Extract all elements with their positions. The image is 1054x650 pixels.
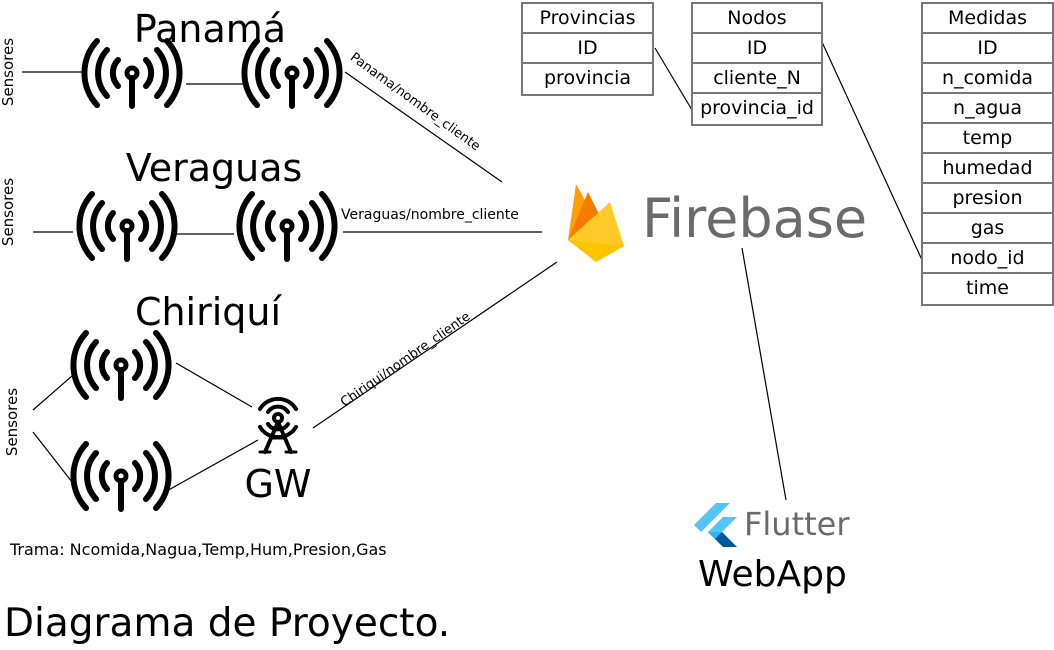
sensors-label-panama: Sensores <box>0 37 17 107</box>
table-header: Nodos <box>693 4 821 34</box>
antenna-tower-icon <box>258 396 298 454</box>
flutter-logo-icon <box>694 503 737 547</box>
table-field: temp <box>923 124 1052 154</box>
frame-format-text: Trama: Ncomida,Nagua,Temp,Hum,Presion,Ga… <box>10 540 387 559</box>
table-nodos: Nodos ID cliente_N provincia_id <box>691 2 823 126</box>
table-field: ID <box>693 34 821 64</box>
link-sensors-chiriqui-top <box>32 375 73 411</box>
gateway-label: GW <box>244 462 312 506</box>
firebase-label: Firebase <box>642 187 868 250</box>
table-provincias: Provincias ID provincia <box>521 2 654 96</box>
link-panama-firebase <box>344 71 503 183</box>
table-field: n_agua <box>923 94 1052 124</box>
region-title-veraguas: Veraguas <box>125 146 303 190</box>
table-medidas: Medidas ID n_comida n_agua temp humedad … <box>921 2 1054 306</box>
connection-lines <box>22 41 923 501</box>
webapp-label: WebApp <box>698 554 847 595</box>
node-veraguas-2-icon <box>239 194 334 259</box>
region-title-panama: Panamá <box>133 7 287 51</box>
table-field: n_comida <box>923 64 1052 94</box>
table-field: provincia <box>543 67 631 89</box>
table-field: ID <box>523 34 652 64</box>
flutter-label: Flutter <box>744 505 850 543</box>
sensors-label-chiriqui: Sensores <box>3 387 21 457</box>
sensors-label-veraguas: Sensores <box>0 177 17 247</box>
table-header: Medidas <box>923 4 1052 34</box>
link-gw-firebase <box>312 261 558 429</box>
node-chiriqui-1-icon <box>73 333 168 398</box>
table-field: presion <box>923 184 1052 214</box>
table-field: gas <box>923 214 1052 244</box>
route-label-veraguas: Veraguas/nombre_cliente <box>341 207 519 223</box>
table-field: nodo_id <box>923 244 1052 274</box>
diagram-title: Diagrama de Proyecto. <box>4 601 451 646</box>
table-field: cliente_N <box>693 64 821 94</box>
firebase-flame-icon <box>568 184 624 262</box>
table-field: humedad <box>923 154 1052 184</box>
link-nodos-medidas <box>821 41 923 261</box>
link-chiriqui-top-gw <box>175 362 253 408</box>
link-sensors-chiriqui-bottom <box>32 431 73 483</box>
link-chiriqui-bottom-gw <box>164 439 259 493</box>
table-field: ID <box>923 34 1052 64</box>
link-firebase-webapp <box>741 247 787 501</box>
table-field: provincia_id <box>700 97 814 119</box>
node-veraguas-1-icon <box>79 194 174 259</box>
table-field: time <box>966 277 1009 299</box>
region-title-chiriqui: Chiriquí <box>134 290 282 334</box>
table-header: Provincias <box>523 4 652 34</box>
node-chiriqui-2-icon <box>73 444 168 509</box>
link-provincias-nodos <box>654 47 693 111</box>
